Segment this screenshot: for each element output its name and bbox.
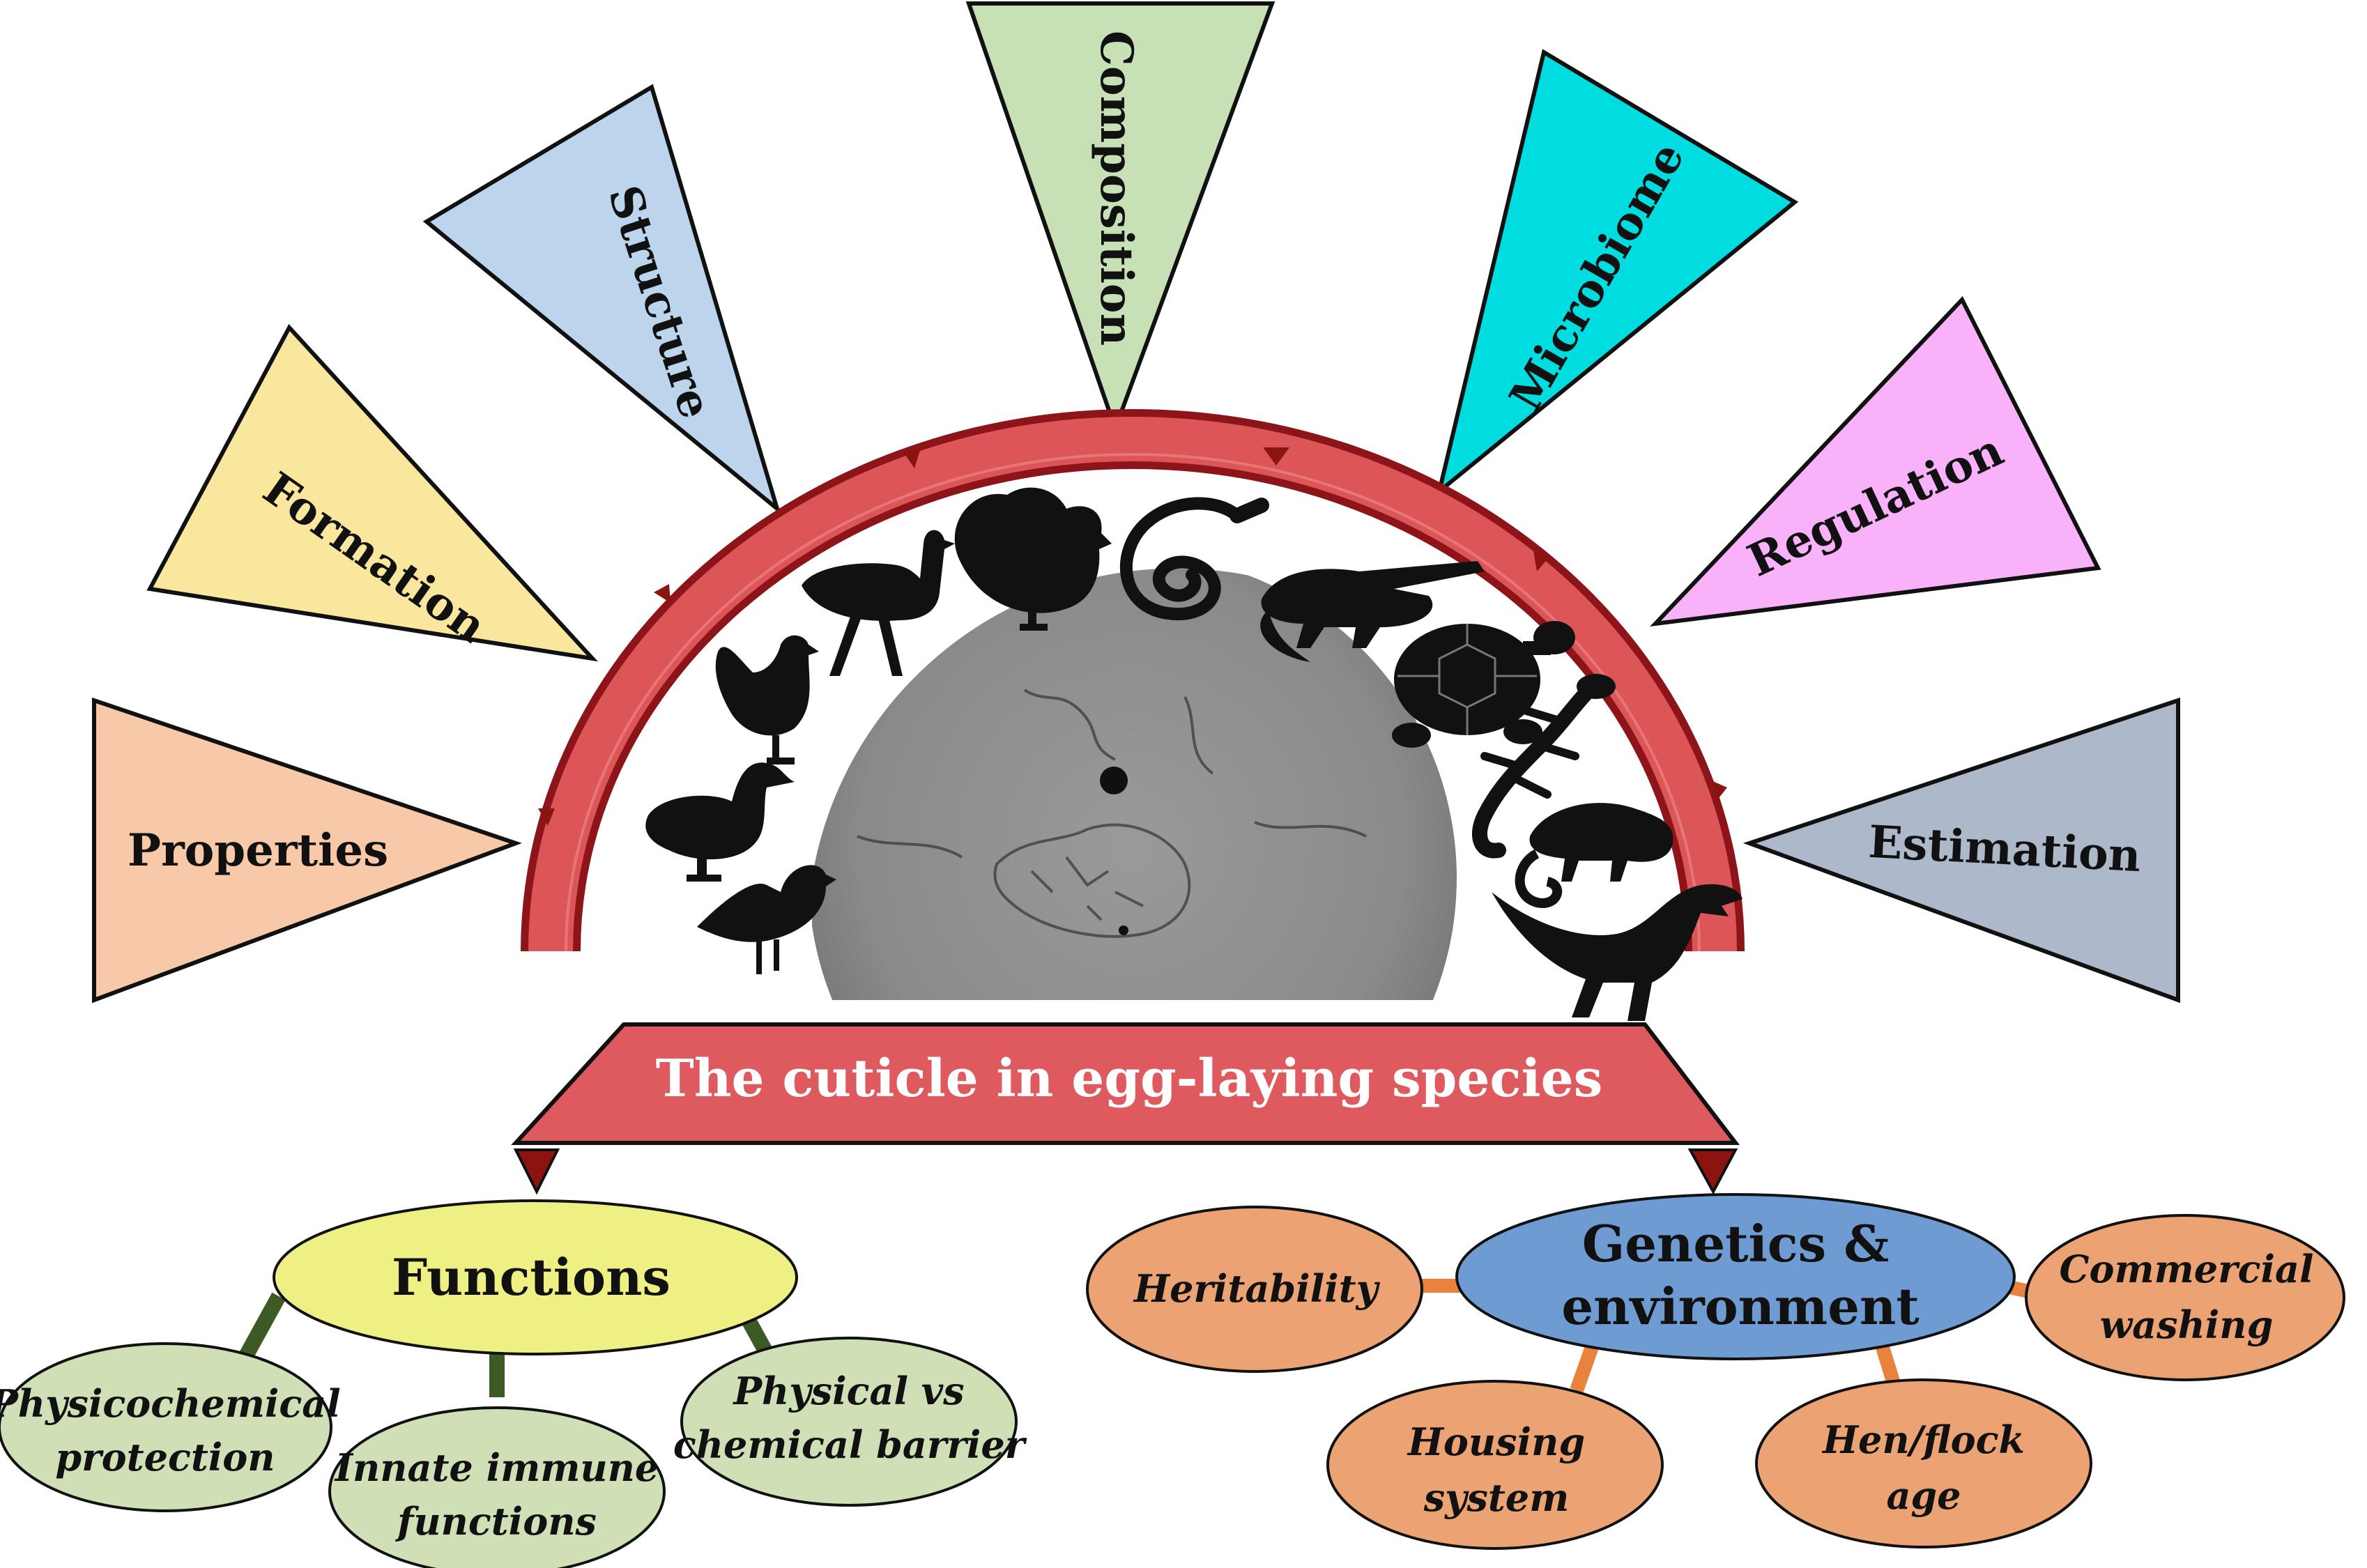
topic-label: Properties xyxy=(128,824,388,877)
duck-icon xyxy=(645,762,795,882)
svg-text:Commercial: Commercial xyxy=(2060,1247,2314,1291)
arch-markers xyxy=(538,447,1727,826)
functions-cluster: Functions Physicochemical protection Inn… xyxy=(0,1199,1027,1568)
topic-properties: Properties xyxy=(92,697,522,1004)
svg-text:Hen/flock: Hen/flock xyxy=(1821,1417,2025,1462)
genetics-label-line1: Genetics & xyxy=(1582,1214,1890,1273)
svg-text:washing: washing xyxy=(2100,1302,2274,1347)
svg-text:protection: protection xyxy=(55,1435,275,1479)
svg-text:chemical barrier: chemical barrier xyxy=(673,1422,1027,1467)
function-node: Innate immune functions xyxy=(328,1406,666,1568)
lizard-icon xyxy=(1471,674,1616,859)
topic-formation: Formation xyxy=(146,323,599,662)
snake-icon xyxy=(1119,497,1269,621)
genetics-label-line2: environment xyxy=(1561,1277,1919,1336)
genetics-node: Hen/flock age xyxy=(1755,1378,2092,1548)
dinosaur-icon xyxy=(1492,884,1742,1021)
genetics-node: Housing system xyxy=(1326,1380,1664,1550)
title-banner: The cuticle in egg-laying species xyxy=(511,1022,1740,1195)
topic-structure: Structure xyxy=(422,84,781,515)
bird-icon xyxy=(697,865,836,974)
topic-label: Composition xyxy=(1090,31,1142,346)
diagram-title: The cuticle in egg-laying species xyxy=(656,1049,1603,1109)
svg-text:functions: functions xyxy=(394,1499,597,1544)
hen-icon xyxy=(715,635,819,764)
crocodile-icon xyxy=(1260,561,1485,662)
genetics-cluster: Genetics & environment Heritability Comm… xyxy=(1086,1193,2345,1550)
right-marker xyxy=(1687,1148,1738,1195)
svg-text:Innate immune: Innate immune xyxy=(334,1445,659,1490)
genetics-node: Commercial washing xyxy=(2025,1214,2345,1381)
chameleon-icon xyxy=(1515,803,1673,908)
turtle-icon xyxy=(1392,621,1575,748)
topic-regulation: Regulation xyxy=(1650,295,2101,627)
svg-text:Physicochemical: Physicochemical xyxy=(0,1381,341,1426)
left-marker xyxy=(513,1148,560,1195)
cuticle-arch xyxy=(521,409,1745,952)
ostrich-icon xyxy=(802,530,955,676)
function-node: Physical vs chemical barrier xyxy=(673,1337,1027,1507)
functions-label: Functions xyxy=(392,1247,671,1307)
svg-text:Heritability: Heritability xyxy=(1133,1266,1381,1311)
genetics-node: Heritability xyxy=(1086,1206,1423,1373)
svg-text:system: system xyxy=(1423,1475,1570,1520)
function-node: Physicochemical protection xyxy=(0,1342,341,1512)
svg-text:Housing: Housing xyxy=(1407,1420,1585,1464)
topic-estimation: Estimation xyxy=(1742,697,2180,1004)
svg-text:Physical vs: Physical vs xyxy=(732,1369,964,1413)
topic-composition: Composition xyxy=(965,1,1276,435)
svg-text:age: age xyxy=(1886,1473,1961,1518)
topic-microbiome: Microbiome xyxy=(1436,49,1799,497)
turkey-icon xyxy=(954,487,1112,631)
cuticle-microscopy-image xyxy=(812,568,1457,1000)
